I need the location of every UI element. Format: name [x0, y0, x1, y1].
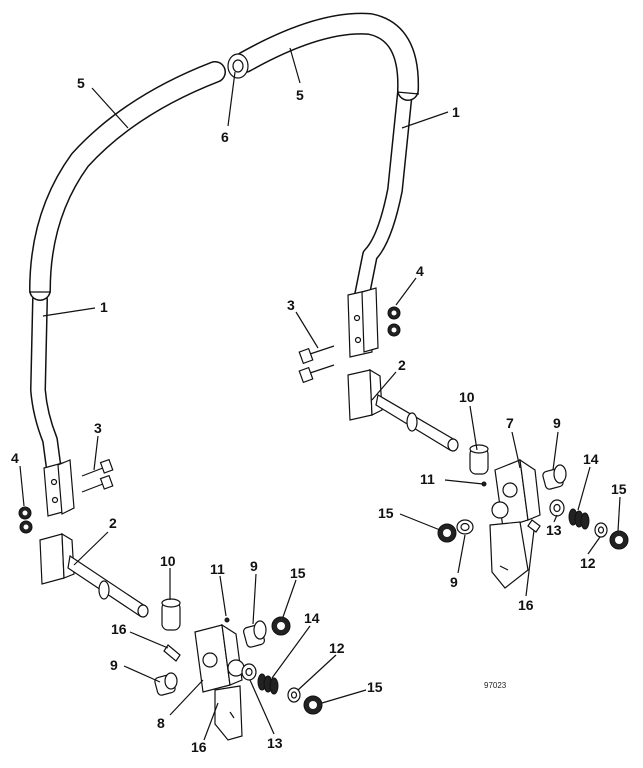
callout-5-left: 5: [77, 75, 85, 91]
latch-bracket-8: [194, 623, 245, 741]
callout-16-left-top: 16: [111, 621, 127, 637]
callout-2-left: 2: [109, 515, 117, 531]
callout-10-right: 10: [459, 389, 475, 405]
callout-3-right: 3: [287, 297, 295, 313]
callout-13-right: 13: [546, 522, 562, 538]
latch-bracket-7: [489, 458, 541, 589]
callout-16-right: 16: [518, 597, 534, 613]
callout-3-left: 3: [94, 420, 102, 436]
roll-bar-frame: [29, 12, 420, 478]
callout-5-right: 5: [296, 87, 304, 103]
callout-15-right-top: 15: [611, 481, 627, 497]
callout-12-right: 12: [580, 555, 596, 571]
callout-13-left: 13: [267, 735, 283, 751]
set-screws-11: [224, 481, 487, 623]
callout-9-right-bottom: 9: [450, 574, 458, 590]
callout-14-left: 14: [304, 610, 320, 626]
callout-1-left: 1: [100, 299, 108, 315]
callout-10-left: 10: [160, 553, 176, 569]
bushings-10: [161, 444, 489, 631]
callout-15-right-left: 15: [378, 505, 394, 521]
callout-16-left-bottom: 16: [191, 739, 207, 755]
drawing-code: 97023: [484, 681, 507, 690]
springs-14: [257, 508, 590, 695]
pivot-shafts-2: [39, 368, 459, 618]
callout-4-left: 4: [11, 450, 19, 466]
callout-14-right: 14: [583, 451, 599, 467]
callout-4-right: 4: [416, 263, 424, 279]
callout-11-right: 11: [420, 471, 435, 487]
callout-12-left: 12: [329, 640, 345, 656]
callout-6: 6: [221, 129, 229, 145]
callout-7: 7: [506, 415, 514, 431]
sleeves-9: [154, 464, 567, 696]
callout-9-right-top: 9: [553, 415, 561, 431]
tube-mount-plates: [43, 287, 379, 517]
callout-9-left-top: 9: [250, 558, 258, 574]
washers-13: [241, 499, 565, 681]
callout-15-left-top: 15: [290, 565, 306, 581]
lock-nuts-15: [271, 523, 629, 715]
callout-9-left-bottom: 9: [110, 657, 118, 673]
callout-8: 8: [157, 715, 165, 731]
callout-11-left: 11: [210, 561, 225, 577]
hex-nuts-4: [18, 306, 401, 534]
roll-pins-16: [163, 519, 541, 662]
callout-15-left-bottom: 15: [367, 679, 383, 695]
callout-1-right: 1: [452, 104, 460, 120]
bolts-3: [81, 345, 335, 493]
callout-labels: 5 6 5 1 1 4 3 2 10 7 9 14 15 11 15 13 9 …: [11, 75, 627, 755]
leader-lines: [19, 47, 621, 741]
flat-washers-12: [287, 522, 608, 703]
callout-2-right: 2: [398, 357, 406, 373]
